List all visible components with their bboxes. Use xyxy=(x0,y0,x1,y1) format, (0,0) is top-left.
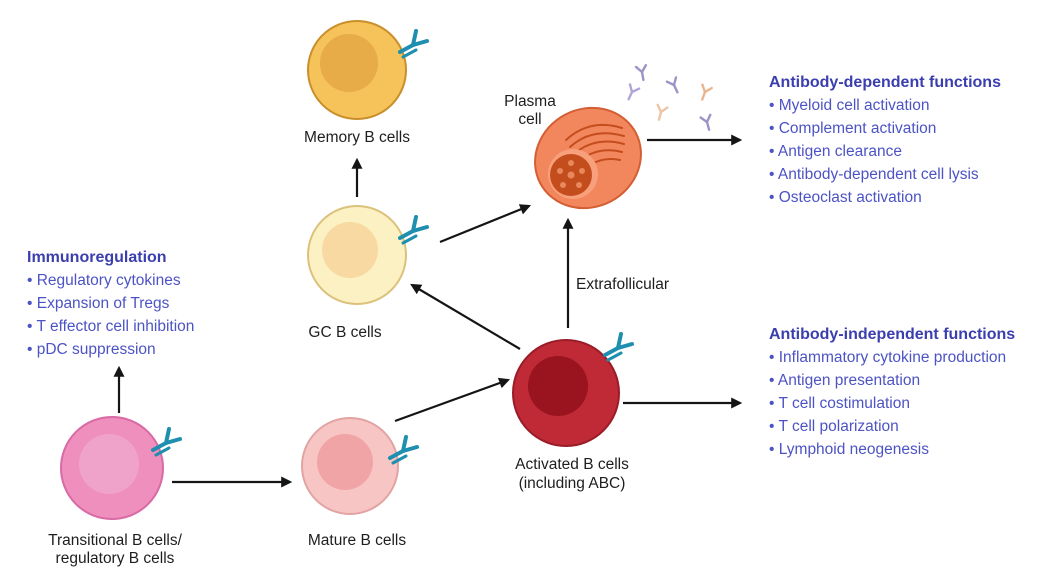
antibody-dependent-item: • Antigen clearance xyxy=(769,143,902,160)
gc-label: GC B cells xyxy=(308,324,381,341)
transitional-label-line1: Transitional B cells/ xyxy=(48,532,183,549)
activated-b-cell xyxy=(512,332,634,447)
immunoregulation-list: Immunoregulation • Regulatory cytokines … xyxy=(27,249,194,358)
extrafollicular-label: Extrafollicular xyxy=(576,276,669,293)
activated-label-line2: (including ABC) xyxy=(519,475,626,492)
antibody-independent-item: • T cell costimulation xyxy=(769,395,910,412)
memory-b-cell xyxy=(307,20,429,120)
antibody-icon xyxy=(699,113,716,133)
immunoregulation-item: • pDC suppression xyxy=(27,341,156,358)
mature-label: Mature B cells xyxy=(308,532,406,549)
immunoregulation-item: • T effector cell inhibition xyxy=(27,318,194,335)
gc-b-cell xyxy=(307,205,429,305)
antibody-independent-item: • Lymphoid neogenesis xyxy=(769,441,929,458)
antibody-icon xyxy=(622,83,641,103)
antibody-icon xyxy=(652,103,669,123)
antibody-independent-item: • Antigen presentation xyxy=(769,372,920,389)
activated-label-line1: Activated B cells xyxy=(515,456,629,473)
antibody-dependent-item: • Osteoclast activation xyxy=(769,189,922,206)
antibody-dependent-title: Antibody-dependent functions xyxy=(769,74,1001,91)
transitional-label-line2: regulatory B cells xyxy=(56,550,175,567)
antibody-dependent-item: • Antibody-dependent cell lysis xyxy=(769,166,979,183)
antibody-icon xyxy=(665,76,684,96)
mature-b-cell xyxy=(301,417,419,515)
immunoregulation-item: • Regulatory cytokines xyxy=(27,272,181,289)
arrow-activated-to-gc xyxy=(410,283,521,350)
secreted-antibodies xyxy=(622,64,716,133)
arrow-mature-to-activated xyxy=(394,377,511,423)
antibody-independent-list: Antibody-independent functions • Inflamm… xyxy=(769,326,1015,458)
antibody-icon xyxy=(696,83,713,103)
antibody-dependent-item: • Complement activation xyxy=(769,120,936,137)
antibody-independent-item: • T cell polarization xyxy=(769,418,899,435)
antibody-independent-title: Antibody-independent functions xyxy=(769,326,1015,343)
antibody-dependent-list: Antibody-dependent functions • Myeloid c… xyxy=(769,74,1001,206)
immunoregulation-title: Immunoregulation xyxy=(27,249,167,266)
chromatin xyxy=(557,160,585,188)
transitional-b-cell xyxy=(60,416,182,520)
antibody-icon xyxy=(634,64,650,82)
immunoregulation-item: • Expansion of Tregs xyxy=(27,295,170,312)
antibody-dependent-item: • Myeloid cell activation xyxy=(769,97,930,114)
bcr-icon xyxy=(603,332,634,362)
memory-label: Memory B cells xyxy=(304,129,410,146)
plasma-label-line1: Plasma xyxy=(504,93,556,110)
plasma-cell xyxy=(534,106,642,210)
arrow-gc-to-plasma xyxy=(439,204,532,244)
antibody-independent-item: • Inflammatory cytokine production xyxy=(769,349,1006,366)
plasma-label-line2: cell xyxy=(518,111,541,128)
